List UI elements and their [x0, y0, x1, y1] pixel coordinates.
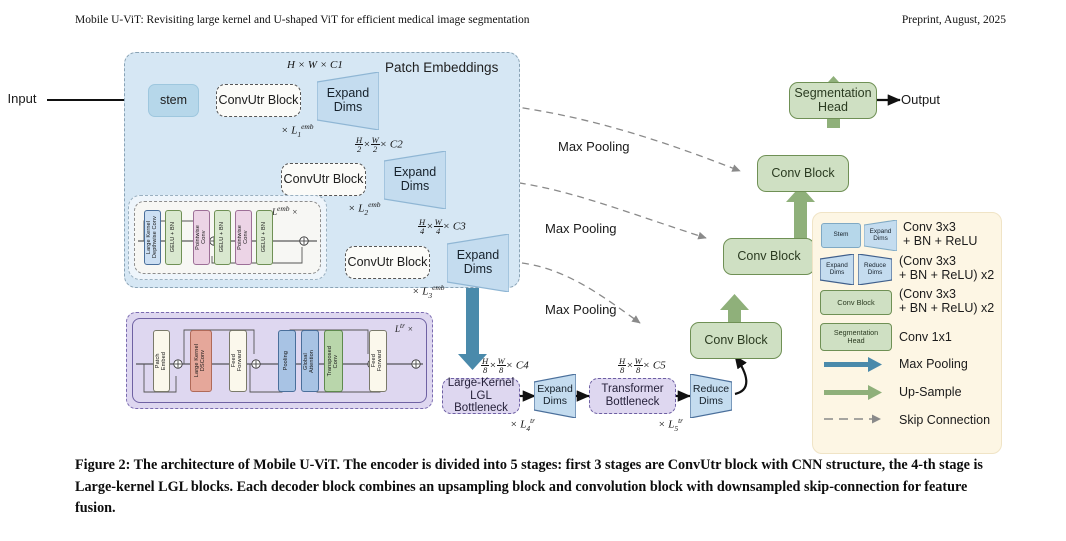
expand-dims-2-label: Expand Dims — [393, 165, 437, 193]
expand-dims-2[interactable]: Expand Dims — [384, 151, 446, 209]
convutr-item-gelu-bn-1: GELU + BN — [165, 210, 182, 265]
convutr-item-gelu-bn-3: GELU + BN — [256, 210, 273, 265]
transformer-bottleneck[interactable]: Transformer Bottleneck — [589, 378, 676, 414]
convutr-item-gelu-bn-2: GELU + BN — [214, 210, 231, 265]
legend-chip-expand-dims-2: Expand Dims — [820, 254, 854, 285]
legend-chip-expand-dims-1: Expand Dims — [864, 220, 897, 251]
upsample-arrow-icon — [824, 385, 882, 400]
input-label: Input — [7, 91, 37, 106]
legend-text-1: Conv 3x3 + BN + ReLU — [903, 220, 978, 248]
repeat-stage-4: × L4tr — [510, 416, 536, 433]
lgl-item-global-attention: Global Attention — [301, 330, 319, 392]
legend-chip-conv-block: Conv Block — [820, 290, 892, 315]
maxpool-arrow-icon — [824, 357, 882, 372]
skip-arrow-icon — [824, 414, 881, 424]
expand-dims-1-label: Expand Dims — [326, 86, 370, 114]
repeat-stage-2: × L2emb — [348, 200, 381, 217]
legend-arrow-glyphs — [824, 357, 882, 424]
convutr-block-1[interactable]: ConvUtr Block — [216, 84, 301, 117]
reduce-dims[interactable]: Reduce Dims — [690, 374, 732, 418]
architecture-figure: Patch Embeddings Input stem ConvUtr Bloc… — [0, 44, 1066, 454]
output-label: Output — [901, 92, 941, 107]
legend-chip-reduce-dims: Reduce Dims — [858, 254, 892, 285]
repeat-stage-5: × L5tr — [658, 416, 684, 433]
page-header: Mobile U-ViT: Revisiting large kernel an… — [0, 14, 1066, 30]
expand-dims-3[interactable]: Expand Dims — [447, 234, 509, 292]
decoder-conv-block-3[interactable]: Conv Block — [690, 322, 782, 359]
reduce-dims-label: Reduce Dims — [692, 383, 730, 407]
legend-text-4: Conv 1x1 — [899, 330, 952, 344]
legend-text-3: (Conv 3x3 + BN + ReLU) x2 — [899, 287, 995, 315]
convutr-item-pointwise-conv-1: Pointwise Conv — [193, 210, 210, 265]
header-preprint-info: Preprint, August, 2025 — [901, 14, 1006, 26]
decoder-conv-block-1[interactable]: Conv Block — [757, 155, 849, 192]
expand-dims-3-label: Expand Dims — [456, 248, 500, 276]
expand-dims-1[interactable]: Expand Dims — [317, 72, 379, 130]
lgl-repeat-label: Ltr × — [395, 321, 414, 334]
lgl-item-feed-forward-1: Feed Forward — [229, 330, 247, 392]
repeat-stage-1: × L1emb — [281, 122, 314, 139]
legend-text-6: Up-Sample — [899, 385, 962, 399]
expand-dims-4[interactable]: Expand Dims — [534, 374, 576, 418]
lgl-item-pooling: Pooling — [278, 330, 296, 392]
lgl-item-large-kernel-dsconv: Large Kernel DSConv — [190, 330, 212, 392]
legend-chip-stem: Stem — [821, 223, 861, 248]
convutr-block-2[interactable]: ConvUtr Block — [281, 163, 366, 196]
expand-dims-4-label: Expand Dims — [537, 383, 573, 407]
skip-label-3: Max Pooling — [545, 302, 617, 317]
shape-stage-1: H × W × C1 — [287, 59, 343, 71]
convutr-block-3[interactable]: ConvUtr Block — [345, 246, 430, 279]
stem-block[interactable]: stem — [148, 84, 199, 117]
legend-text-5: Max Pooling — [899, 357, 968, 371]
convutr-repeat-label: Lemb × — [272, 204, 298, 217]
legend-text-2: (Conv 3x3 + BN + ReLU) x2 — [899, 254, 995, 282]
repeat-stage-3: × L3emb — [412, 283, 445, 300]
decoder-conv-block-2[interactable]: Conv Block — [723, 238, 815, 275]
patch-embeddings-title: Patch Embeddings — [385, 60, 499, 75]
convutr-item-large-kernel-depthwise-conv: Large Kernel Depthwise Conv — [144, 210, 161, 265]
skip-label-1: Max Pooling — [558, 139, 630, 154]
segmentation-head[interactable]: Segmentation Head — [789, 82, 877, 119]
skip-label-2: Max Pooling — [545, 221, 617, 236]
lgl-item-feed-forward-2: Feed Forward — [369, 330, 387, 392]
header-paper-title: Mobile U-ViT: Revisiting large kernel an… — [75, 14, 530, 26]
convutr-item-pointwise-conv-2: Pointwise Conv — [235, 210, 252, 265]
legend-text-7: Skip Connection — [899, 413, 991, 427]
large-kernel-lgl-bottleneck[interactable]: Large-Kernel LGL Bottleneck — [442, 377, 520, 414]
figure-caption: Figure 2: The architecture of Mobile U-V… — [75, 457, 983, 517]
legend-chip-segmentation-head: Segmentation Head — [820, 323, 892, 351]
lgl-item-transposed-conv: Transposed Conv — [324, 330, 343, 392]
lgl-item-patch-embed: Patch Embed — [153, 330, 170, 392]
